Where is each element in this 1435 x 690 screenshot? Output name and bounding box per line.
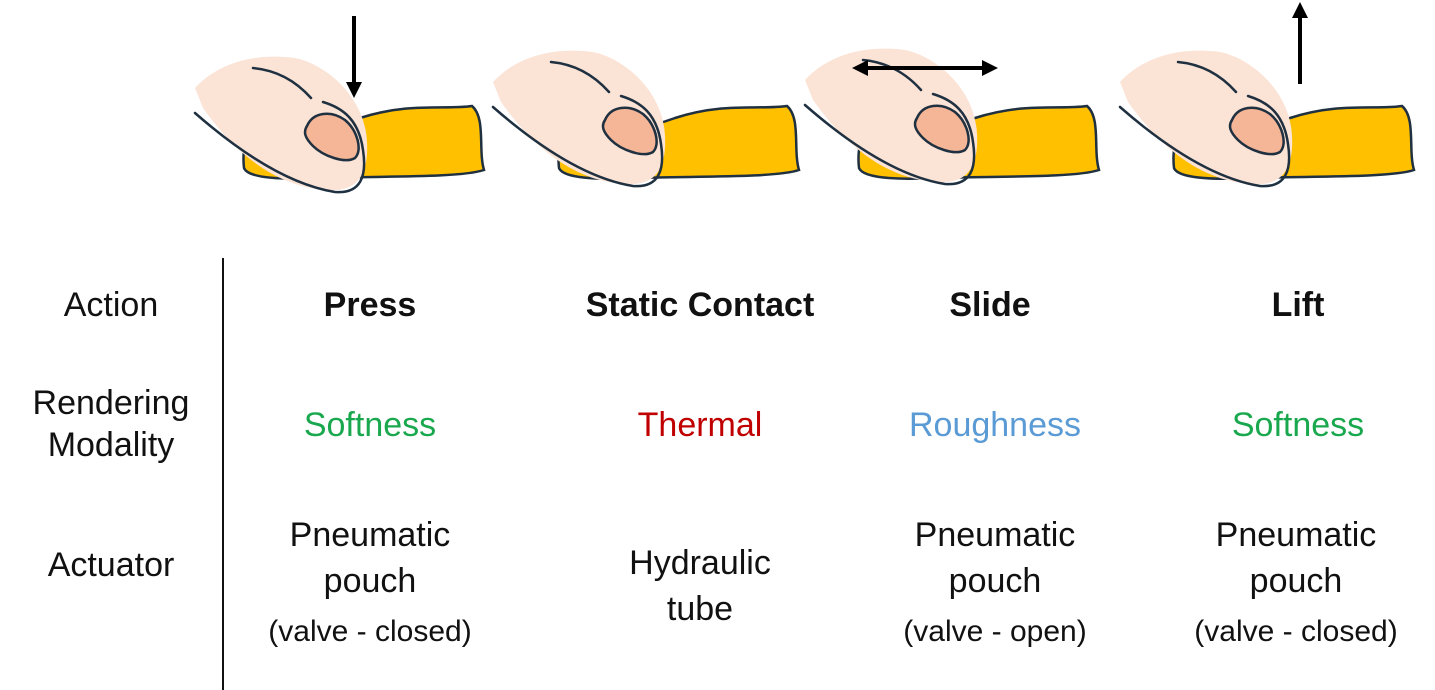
action-slide: Slide — [949, 286, 1031, 324]
actuator-line: pouch — [948, 562, 1042, 600]
actuator-line: tube — [666, 590, 734, 628]
modality-lift: Softness — [1231, 406, 1365, 444]
finger-shape — [491, 49, 667, 188]
table-divider — [222, 258, 224, 690]
row-label-actuator: Actuator — [47, 546, 175, 584]
action-static-contact: Static Contact — [585, 286, 815, 324]
row-label-modality-line2: Modality — [47, 426, 175, 464]
actuator-press: Pneumatic pouch (valve - closed) — [230, 512, 510, 660]
row-label-modality-line1: Rendering — [32, 384, 190, 422]
modality-slide: Roughness — [908, 406, 1081, 444]
lift-illustration — [1118, 49, 1416, 188]
press-illustration — [193, 55, 486, 194]
actuator-note: (valve - closed) — [268, 615, 472, 648]
finger-shape — [193, 55, 369, 194]
actuator-note: (valve - closed) — [1194, 615, 1398, 648]
action-lift: Lift — [1271, 286, 1325, 324]
modality-static-contact: Thermal — [637, 406, 763, 444]
actuator-line: pouch — [323, 562, 417, 600]
actuator-line: Hydraulic — [629, 544, 771, 582]
actuator-lift: Pneumatic pouch (valve - closed) — [1158, 512, 1434, 660]
finger-shape — [1118, 49, 1294, 188]
modality-press: Softness — [303, 406, 437, 444]
actuator-note: (valve - open) — [903, 615, 1087, 648]
row-label-action: Action — [63, 286, 159, 324]
action-press: Press — [323, 286, 417, 324]
static-contact-illustration — [491, 49, 801, 188]
actuator-line: Pneumatic — [914, 516, 1076, 554]
interaction-illustrations — [193, 2, 1416, 194]
row-label-modality: Rendering Modality — [0, 382, 222, 466]
actuator-line: pouch — [1249, 562, 1343, 600]
actuator-line: Pneumatic — [289, 516, 451, 554]
actuator-static-contact: Hydraulic tube — [580, 540, 820, 632]
actuator-slide: Pneumatic pouch (valve - open) — [850, 512, 1140, 660]
actuator-line: Pneumatic — [1215, 516, 1377, 554]
